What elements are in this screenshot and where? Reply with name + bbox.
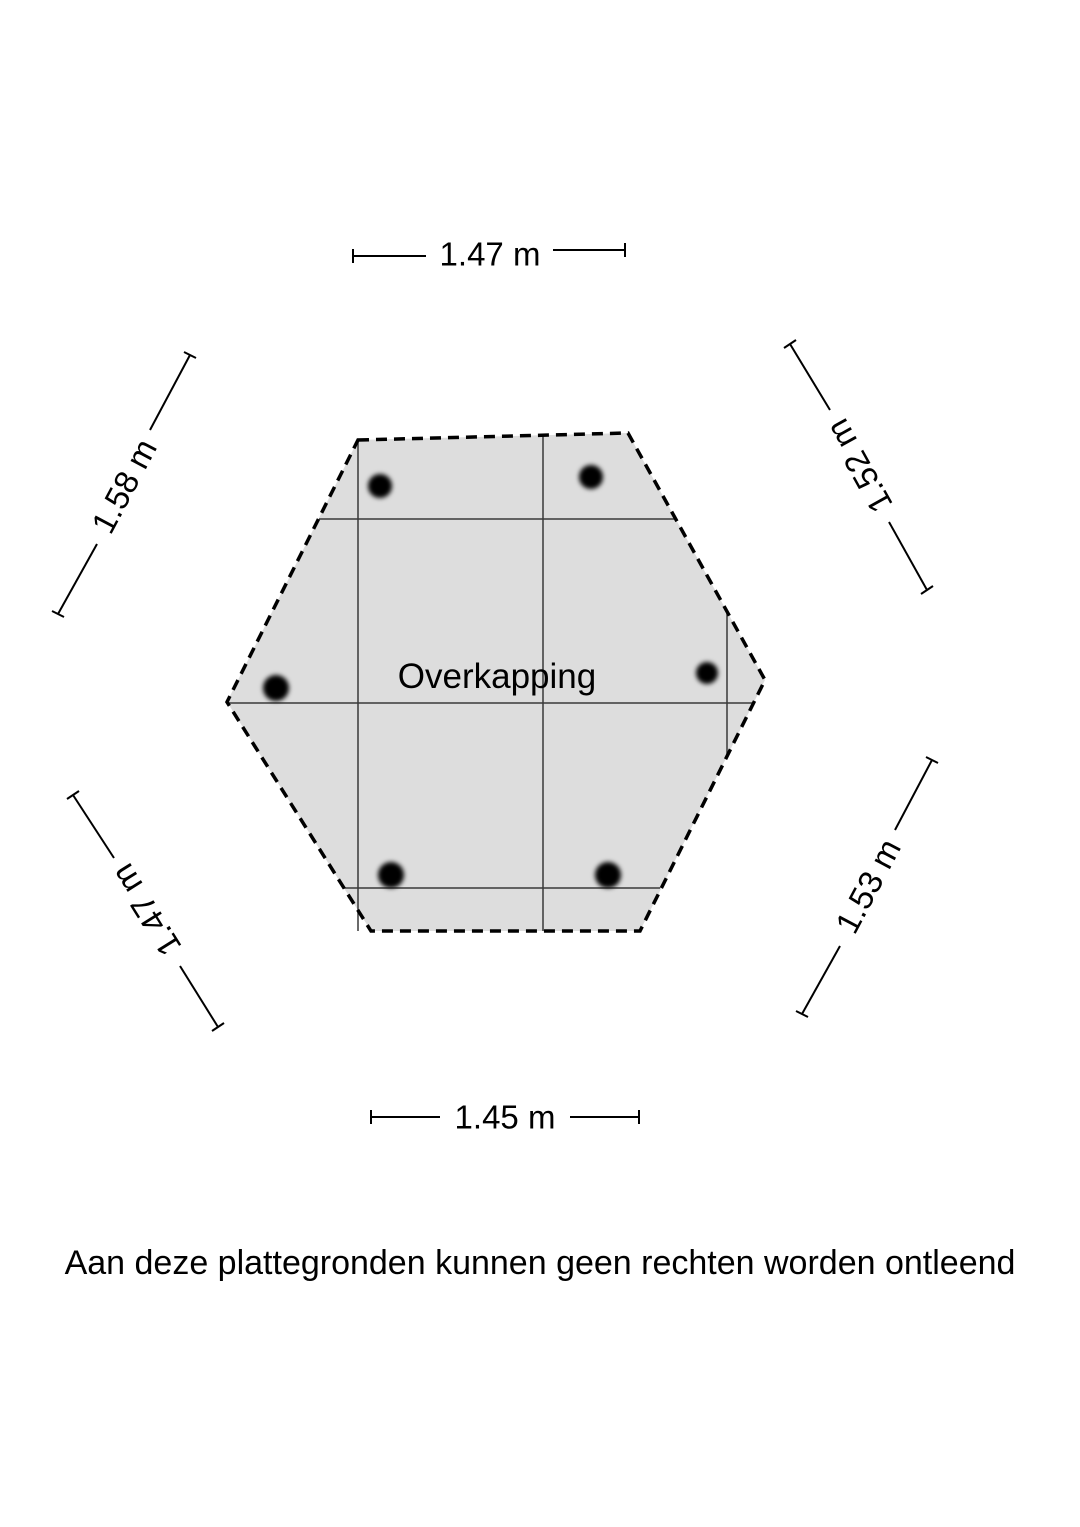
room-outline (224, 431, 767, 933)
dimension-top-label: 1.47 m (440, 236, 541, 273)
dimension-bottom-right (795, 756, 939, 1018)
dimension-bottom-left-label: 1.47 m (104, 857, 189, 962)
roof-beams (229, 436, 755, 931)
post (696, 662, 718, 684)
dimension-bottom-left (66, 790, 225, 1032)
dimension-top (352, 243, 626, 263)
dimension-bottom-label: 1.45 m (455, 1099, 556, 1136)
dimension-top-left (51, 351, 197, 618)
post (595, 862, 621, 888)
dimension-top-right (783, 339, 934, 595)
dimension-top-left-label: 1.58 m (84, 433, 164, 539)
dimension-bottom-right-label: 1.53 m (828, 833, 908, 939)
post (579, 465, 603, 489)
support-posts (263, 465, 718, 888)
room-overkapping-area (227, 433, 765, 931)
post (263, 675, 289, 701)
room-label: Overkapping (398, 657, 596, 696)
dimension-top-right-label: 1.52 m (818, 413, 899, 519)
disclaimer-text: Aan deze plattegronden kunnen geen recht… (64, 1244, 1016, 1282)
post (378, 862, 404, 888)
post (368, 474, 392, 498)
dimension-bottom (370, 1110, 640, 1124)
